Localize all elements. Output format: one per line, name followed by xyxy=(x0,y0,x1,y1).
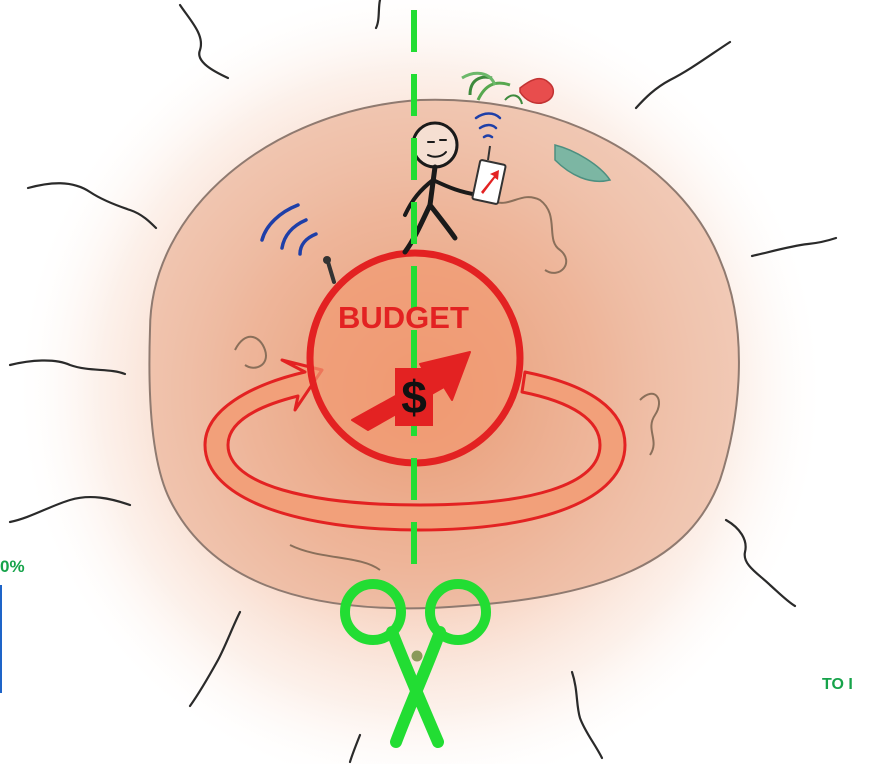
scissors-icon xyxy=(340,579,491,748)
right-edge-text: TO I xyxy=(822,676,853,693)
cycle-arrow-icon xyxy=(203,358,627,532)
tablet-icon xyxy=(471,145,507,205)
plant-icon xyxy=(461,71,554,105)
crack-lines xyxy=(8,0,838,764)
wifi-signal-icon xyxy=(260,203,318,256)
left-edge-text: 0% xyxy=(0,557,25,576)
stick-figure-icon xyxy=(402,121,480,255)
tablet-signal-icon xyxy=(474,112,502,139)
budget-label: BUDGET xyxy=(338,300,469,335)
dollar-icon: $ xyxy=(395,368,433,426)
left-edge-bar xyxy=(0,585,2,693)
antenna-icon xyxy=(323,256,336,284)
